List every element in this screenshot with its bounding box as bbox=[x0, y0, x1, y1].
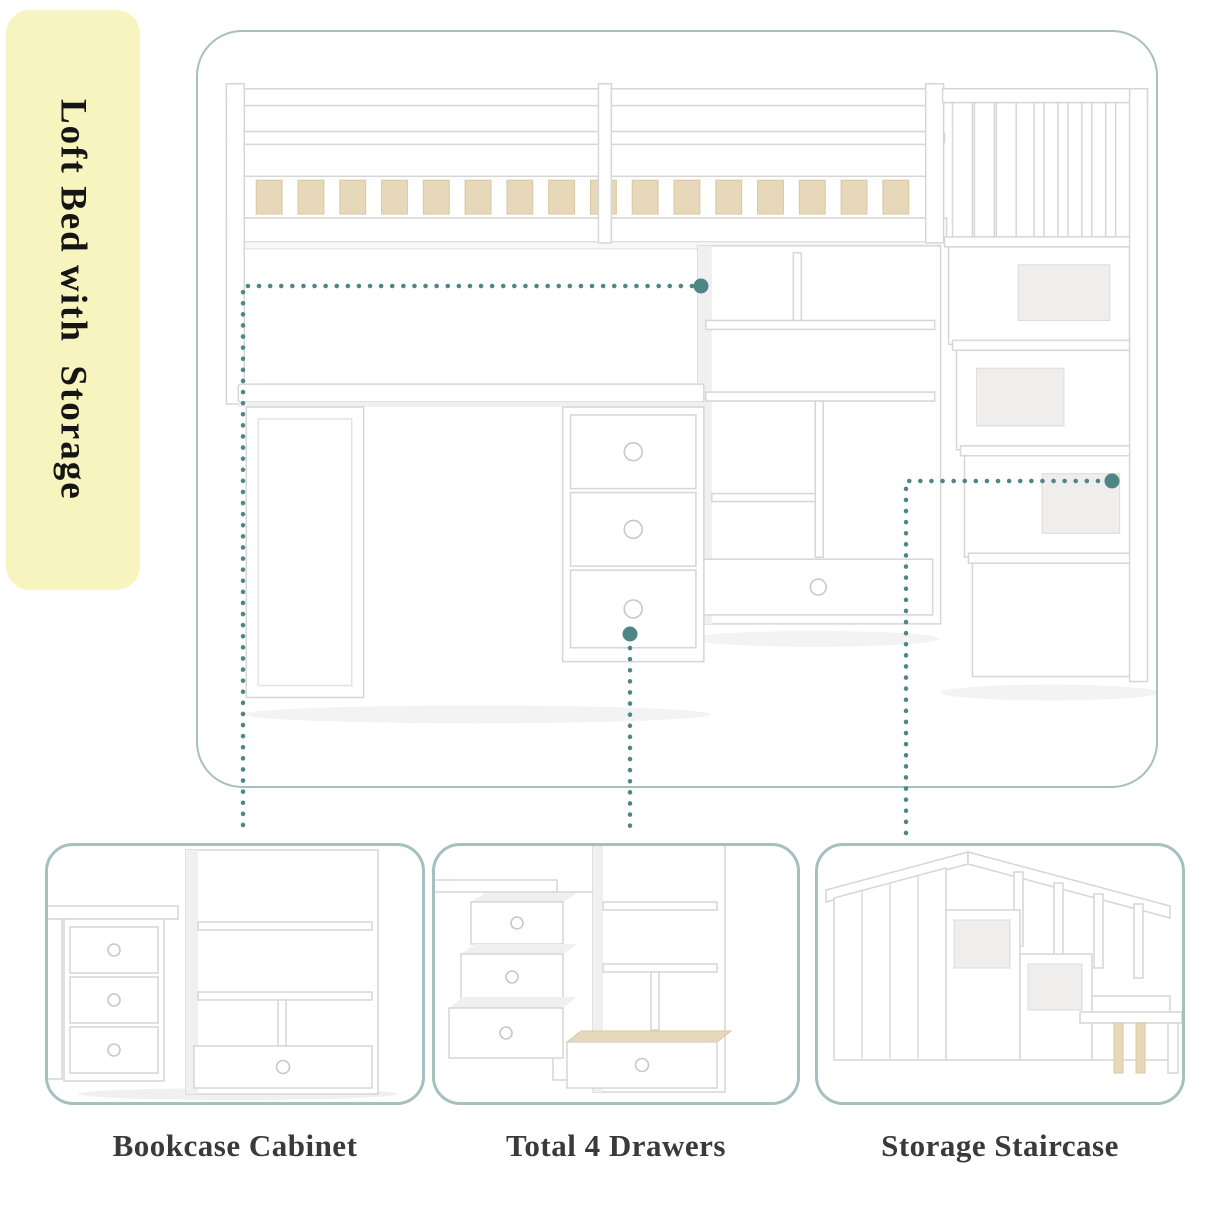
loft-bed-illustration bbox=[225, 82, 1156, 724]
storage-staircase bbox=[941, 87, 1149, 683]
bookcase-cabinet bbox=[697, 245, 942, 625]
feature-panel-bookcase-cabinet bbox=[45, 843, 425, 1105]
four-drawers-illustration bbox=[435, 846, 733, 1093]
feature-label-total-4-drawers: Total 4 Drawers bbox=[506, 1128, 726, 1163]
desk-drawer-unit bbox=[561, 406, 705, 663]
product-title: Loft Bed with Storage bbox=[52, 99, 94, 501]
feature-panel-storage-staircase bbox=[815, 843, 1185, 1105]
title-banner: Loft Bed with Storage bbox=[6, 10, 140, 590]
main-product-panel bbox=[196, 30, 1158, 788]
feature-panel-total-4-drawers bbox=[432, 843, 800, 1105]
feature-label-storage-staircase: Storage Staircase bbox=[881, 1128, 1119, 1163]
storage-staircase-illustration bbox=[825, 851, 1182, 1074]
feature-label-bookcase-cabinet: Bookcase Cabinet bbox=[112, 1128, 358, 1163]
loft-bed-frame bbox=[225, 82, 948, 405]
bookcase-cabinet-illustration bbox=[48, 849, 398, 1100]
desk-with-drawers bbox=[237, 383, 705, 699]
bed-slats bbox=[243, 175, 930, 219]
